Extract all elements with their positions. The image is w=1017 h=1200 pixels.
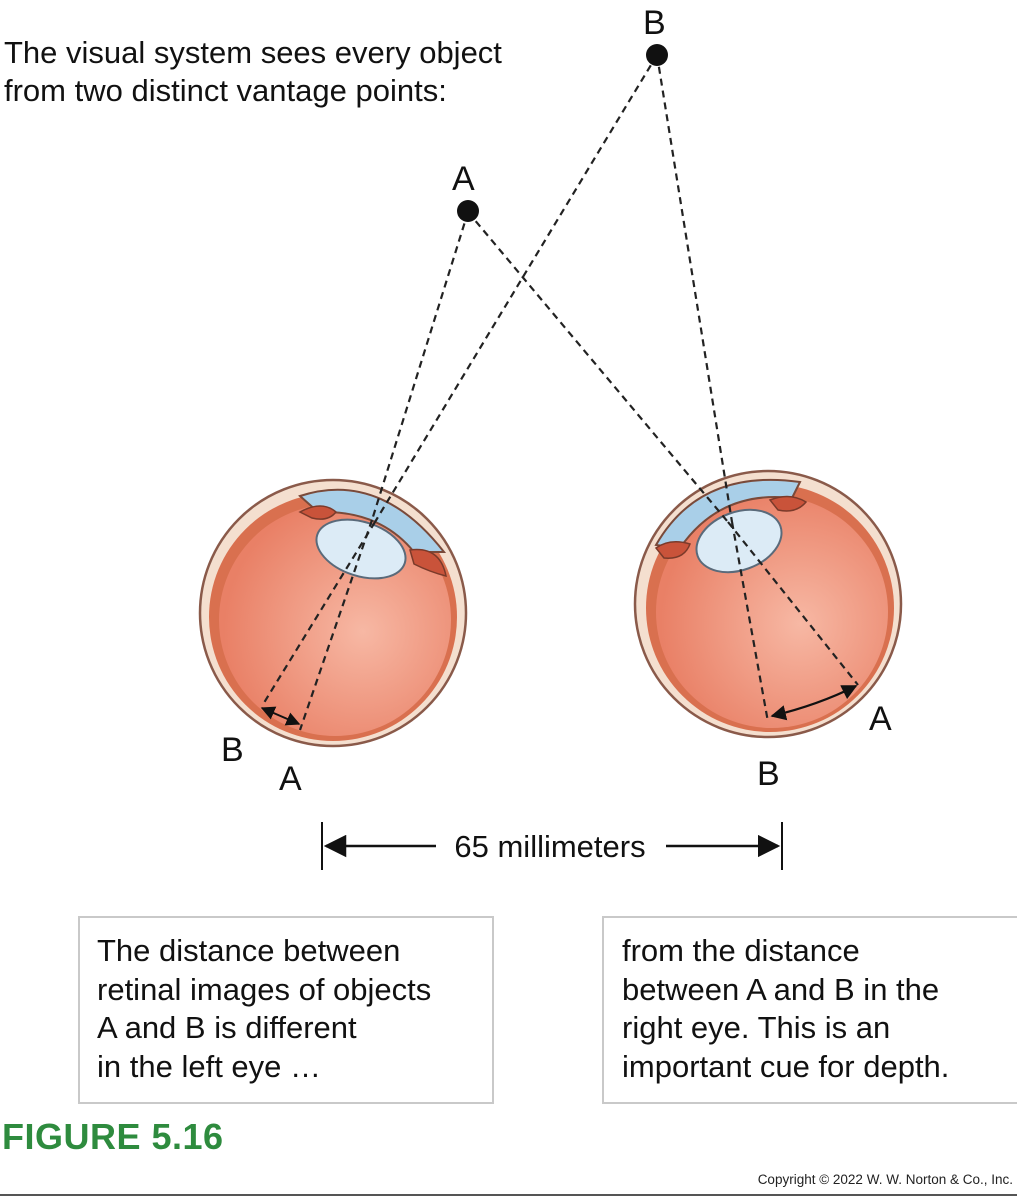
right-box-line-4: important cue for depth. xyxy=(622,1048,950,1084)
point-a-label: A xyxy=(452,160,475,198)
left-eye-line-to-a xyxy=(370,211,470,521)
sight-lines xyxy=(261,54,859,731)
distance-label: 65 millimeters xyxy=(454,829,645,864)
right-box-line-2: between A and B in the xyxy=(622,971,940,1007)
right-eye-ciliary-left xyxy=(654,541,691,559)
right-eye-ciliary-upper xyxy=(768,495,808,512)
copyright-notice: Copyright © 2022 W. W. Norton & Co., Inc… xyxy=(757,1172,1013,1187)
left-eye-line-to-b xyxy=(374,54,658,523)
right-eye-line-to-b xyxy=(655,54,734,523)
right-eye-label-a: A xyxy=(869,700,892,738)
point-a-dot xyxy=(457,200,479,222)
point-b-label: B xyxy=(643,4,666,42)
right-box-line-3: right eye. This is an xyxy=(622,1010,891,1045)
left-box-line-3: A and B is different xyxy=(97,1010,357,1045)
point-b-dot xyxy=(646,44,668,66)
right-eye-retinal-distance-arrow xyxy=(770,685,858,721)
right-eye xyxy=(633,469,903,739)
left-eye-label-b: B xyxy=(221,731,244,769)
figure-label: FIGURE 5.16 xyxy=(2,1116,224,1157)
left-eye-cornea xyxy=(298,488,447,553)
right-box-line-1: from the distance xyxy=(622,933,860,968)
left-box-line-4: in the left eye … xyxy=(97,1048,322,1084)
bottom-rule xyxy=(0,1194,1017,1196)
intro-line-2: from two distinct vantage points: xyxy=(4,73,447,108)
right-eye-lens xyxy=(695,508,783,574)
left-eye-ciliary-right xyxy=(409,548,447,578)
left-eye-ciliary-upper xyxy=(298,505,338,520)
left-box-line-2: retinal images of objects xyxy=(97,971,432,1007)
right-eye-retina-line-a xyxy=(727,521,859,686)
right-eye-retina-line-b xyxy=(730,521,770,723)
left-box-line-1: The distance between xyxy=(97,933,401,968)
right-eye-caption-box: from the distance between A and B in the… xyxy=(602,916,1017,1104)
right-eye-line-to-a xyxy=(467,211,729,523)
left-eye xyxy=(198,478,468,748)
right-eye-cornea xyxy=(654,478,802,550)
left-eye-retina-line-a xyxy=(298,519,374,731)
left-eye-label-a: A xyxy=(279,760,302,798)
left-eye-retinal-distance-arrow xyxy=(260,706,301,726)
right-eye-label-b: B xyxy=(757,755,780,793)
left-eye-caption-box: The distance between retinal images of o… xyxy=(78,916,494,1104)
intro-line-1: The visual system sees every object xyxy=(4,35,502,70)
intro-text: The visual system sees every object from… xyxy=(4,34,502,110)
